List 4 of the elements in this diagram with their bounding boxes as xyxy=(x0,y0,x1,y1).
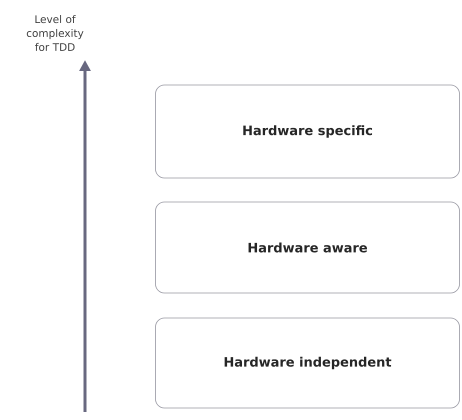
layer-box: Hardware independent xyxy=(155,318,460,408)
layer-box: Hardware aware xyxy=(155,202,460,294)
layer-box: Hardware specific xyxy=(155,84,460,178)
axis-label: Level of complexity for TDD xyxy=(26,15,84,51)
